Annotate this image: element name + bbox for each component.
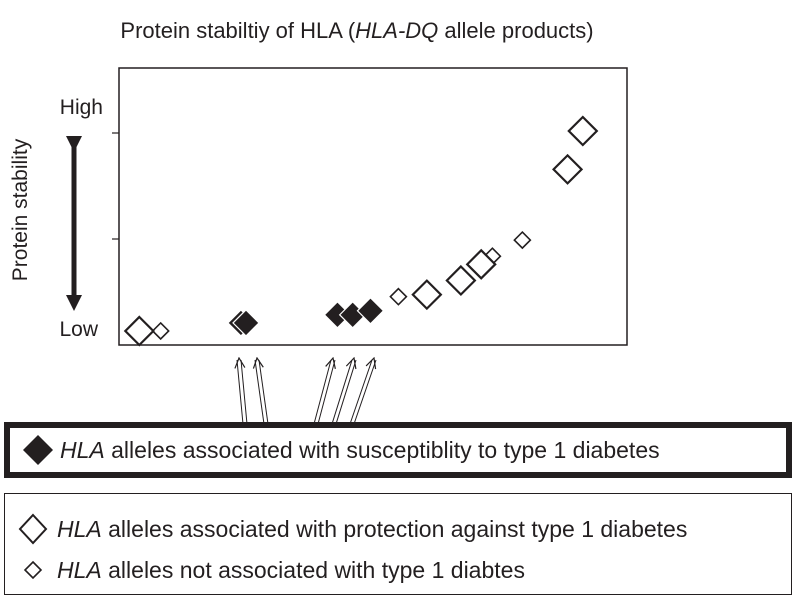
legend-susceptibility-box: HLA alleles associated with susceptiblit… <box>4 422 792 478</box>
chart-title: Protein stabiltiy of HLA (HLA-DQ allele … <box>120 18 593 43</box>
protection-point <box>123 315 155 347</box>
annotation-arrow-shaft <box>353 359 377 425</box>
annotation-arrow-head <box>316 358 333 424</box>
small-open-diamond-icon <box>23 560 43 580</box>
chart: Protein stabiltiy of HLA (HLA-DQ allele … <box>9 18 628 425</box>
y-tick-label-high: High <box>60 96 103 119</box>
annotation-arrow-shaft <box>258 359 269 425</box>
y-tick-label-low: Low <box>59 318 98 341</box>
annotation-arrow-shaft <box>349 359 373 425</box>
protection-point <box>465 248 497 280</box>
legend-label-susceptibility: HLA alleles associated with susceptiblit… <box>60 436 660 463</box>
not-associated-point <box>151 321 170 341</box>
filled-diamond-icon <box>23 435 53 465</box>
annotation-arrow-shaft <box>317 359 336 425</box>
not-associated-point <box>513 230 532 250</box>
annotation-arrow-head <box>352 358 374 424</box>
data-points <box>123 115 599 347</box>
protection-point <box>567 115 599 147</box>
annotation-arrow-shaft <box>335 359 357 425</box>
legend-other-box: HLA alleles associated with protection a… <box>4 493 792 595</box>
legend-item-not-associated: HLA alleles not associated with type 1 d… <box>5 550 791 590</box>
plot-frame <box>118 67 628 346</box>
annotation-arrow-shaft <box>240 359 248 425</box>
legend-item-protection: HLA alleles associated with protection a… <box>5 509 791 549</box>
protection-point <box>445 264 477 297</box>
not-associated-point <box>389 287 408 306</box>
annotation-arrow-shaft <box>313 359 332 425</box>
legend-label-protection: HLA alleles associated with protection a… <box>57 515 688 542</box>
protection-point <box>411 279 443 311</box>
annotation-arrow-shaft <box>254 359 265 425</box>
y-axis-label: Protein stability <box>9 138 32 281</box>
legend-item-susceptibility: HLA alleles associated with susceptiblit… <box>10 430 786 470</box>
susceptibility-point <box>356 296 385 325</box>
protection-point <box>552 153 584 185</box>
large-open-diamond-icon <box>18 513 48 545</box>
susceptibility-point <box>232 309 260 337</box>
legend-label-not-associated: HLA alleles not associated with type 1 d… <box>57 556 525 583</box>
annotation-arrows <box>236 358 377 425</box>
annotation-arrow-head <box>257 358 266 424</box>
annotation-arrow-head <box>334 358 354 424</box>
annotation-arrow-shaft <box>331 359 353 425</box>
annotation-arrow-shaft <box>236 359 244 425</box>
